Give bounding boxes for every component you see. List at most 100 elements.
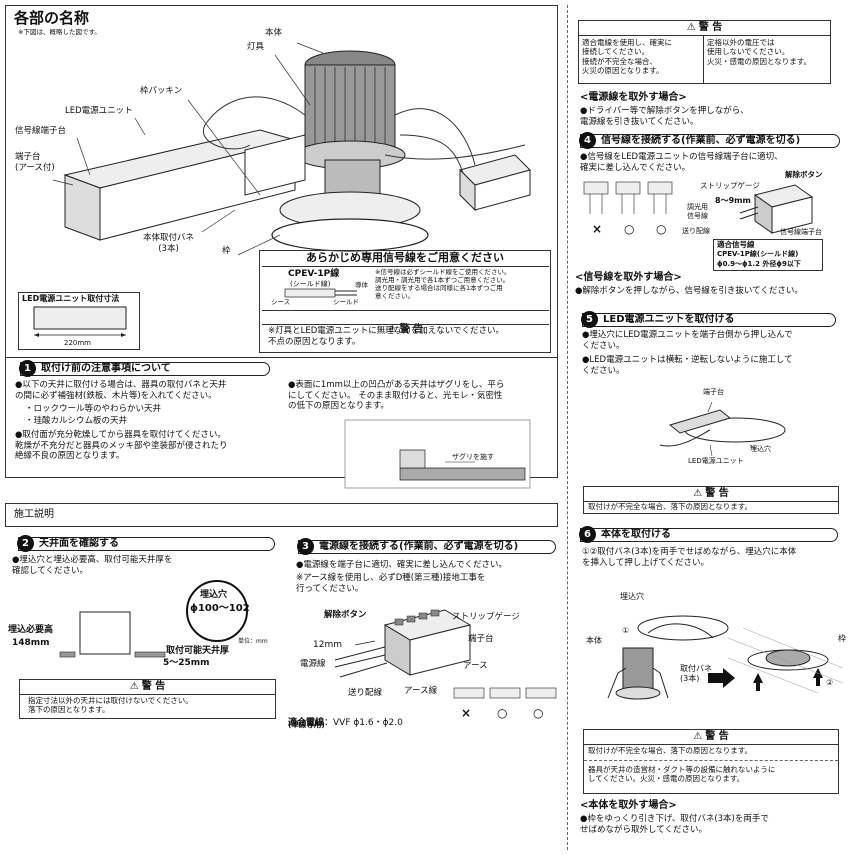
fixture-drawing	[52, 42, 531, 256]
strip-gauge-label: ストリップゲージ	[452, 612, 520, 622]
cable-name: CPEV-1P線	[288, 269, 340, 279]
sekou-header	[5, 503, 558, 527]
label-hontai: 本体	[265, 28, 283, 38]
label-waku-packing: 枠パッキン	[140, 86, 183, 96]
section5-hole-label: 埋込穴	[750, 445, 771, 453]
warn-small-head: ⚠警 告	[387, 323, 424, 335]
release-button-label: 解除ボタン	[324, 610, 367, 620]
height-value: 148mm	[12, 638, 50, 648]
wire-compat-label: 適合電線：VVF ϕ1.6・ϕ2.0	[288, 718, 403, 729]
names-note: ※下図は、概略した図です。	[18, 28, 101, 36]
section3-num: 3	[297, 538, 314, 555]
signal-mark-1: ○	[624, 222, 635, 236]
section1-num: 1	[19, 360, 36, 377]
section2-warning: ⚠警 告 指定寸法以外の天井には取付けないでください。 落下の原因となります。	[19, 679, 276, 719]
thick-value: 5〜25mm	[163, 658, 210, 668]
remove-power-text: ●ドライバー等で解除ボタンを押しながら、 電源線を引き抜いてください。	[580, 106, 749, 127]
section1-item-b: ・珪酸カルシウム板の天井	[25, 416, 128, 426]
warning-icon: ⚠	[693, 731, 703, 742]
cable-shield-label: シールド	[333, 298, 359, 306]
section6-c2: ②	[826, 678, 834, 687]
warning-icon: ⚠	[129, 681, 139, 692]
wire-compat-note: (単線専用)	[288, 720, 325, 729]
section5-text2: ●LED電源ユニットは横転・逆転しないように施工して ください。	[582, 355, 793, 376]
signal-terminal-drawing	[739, 184, 814, 234]
warn-small-text: ※灯具とLED電源ユニットに無理な力を加えないでください。 不点の原因となります…	[268, 326, 505, 347]
section3-text2: ※アース線を使用し、必ずD種(第三種)接地工事を 行ってください。	[296, 573, 486, 594]
section5-unit-label: LED電源ユニット	[688, 457, 744, 465]
cable-sheath: シース	[271, 298, 291, 306]
dimension-drawing	[33, 306, 127, 337]
remove-body-title: <本体を取外す場合>	[580, 800, 677, 811]
section1-bullet2: ●取付面が充分乾燥してから器具を取付けてください。 乾燥が不充分だと器具のメッキ…	[15, 430, 228, 462]
section6-hole-label: 埋込穴	[620, 592, 644, 601]
section6-c1: ①	[622, 626, 630, 635]
section6-frame-label: 枠	[838, 634, 846, 643]
remove-signal-text: ●解除ボタンを押しながら、信号線を引き抜いてください。	[575, 286, 803, 296]
signal-wire-box	[713, 239, 823, 271]
label-led-unit: LED電源ユニット	[65, 106, 133, 116]
warning-icon: ⚠	[686, 22, 696, 33]
section6-warning: ⚠警 告 取付けが不完全な場合、落下の原因となります。 器具が天井の造営材・ダク…	[583, 729, 839, 794]
names-panel	[5, 5, 558, 358]
hole-label: 埋込穴	[200, 590, 228, 600]
section4-header: 4 信号線を接続する(作業前、必ず電源を切る)	[579, 132, 840, 149]
names-title: 各部の名称	[14, 9, 90, 27]
thick-label: 取付可能天井厚	[166, 646, 230, 656]
sekou-title: 施工説明	[14, 509, 54, 520]
earth-wire-label: アース線	[404, 686, 438, 696]
warning-icon: ⚠	[693, 488, 703, 499]
section6-text: ①②取付バネ(3本)を両手でせばめながら、埋込穴に本体 を挿入して押し上げてくだ…	[582, 547, 797, 568]
cable-conductor: 導体	[355, 281, 368, 289]
warn-top: ⚠警 告 適合電線を使用し、確実に 接続してください。 接続が不完全な場合、 火…	[578, 20, 831, 84]
zaguri-drawing	[344, 419, 531, 489]
warning-icon: ⚠	[387, 323, 397, 335]
section6-spring-label: 取付バネ (3本)	[680, 664, 712, 683]
signal-wire-line1: CPEV-1P線(シールド線)	[717, 250, 799, 258]
section1-bullet3: ●表面に1mm以上の凹凸がある天井はザグリをし、平ら にしてください。 そのまま…	[288, 380, 505, 412]
signal-mm-label: 8〜9mm	[715, 196, 751, 205]
height-label: 埋込必要高	[8, 625, 54, 635]
hole-circle	[186, 580, 248, 642]
section5-header: 5 LED電源ユニットを取付ける	[581, 311, 836, 328]
warn-top-left: 適合電線を使用し、確実に 接続してください。 接続が不完全な場合、 火災の原因と…	[582, 38, 672, 76]
earth-label: アース	[463, 661, 488, 671]
right-divider	[567, 5, 568, 850]
signal-wire-title: 適合信号線	[717, 240, 755, 249]
section5-text1: ●埋込穴にLED電源ユニットを端子台側から押し込んで ください。	[582, 330, 793, 351]
power-wire-label: 電源線	[300, 659, 326, 669]
section1-bullet1: ●以下の天井に取付ける場合は、器具の取付バネと天井 の間に必ず補強材(鉄板、木片…	[15, 380, 227, 401]
label-terminal: 端子台 (アース付)	[15, 152, 55, 173]
section4-text: ●信号線をLED電源ユニットの信号線端子台に適切、 確実に差し込んでください。	[580, 152, 783, 173]
body-install-drawing	[607, 615, 844, 700]
signal-strip-label: ストリップゲージ	[700, 181, 760, 190]
dimension-box	[18, 292, 140, 350]
signal-wire-line2: ϕ0.9〜ϕ1.2 外径ϕ9以下	[717, 260, 801, 268]
signal-release-label: 解除ボタン	[785, 170, 823, 179]
section1-item-a: ・ロックウール等のやわらかい天井	[25, 404, 162, 414]
power-mark-1: ○	[497, 706, 508, 720]
dimension-length: 220mm	[64, 339, 91, 347]
signal-check-drawing	[583, 181, 673, 214]
section5-warning: ⚠警 告 取付けが不完全な場合、落下の原因となります。	[583, 486, 839, 514]
section4-num: 4	[579, 132, 596, 149]
hole-value: ϕ100〜102	[190, 603, 250, 614]
cable-shield: (シールド線)	[290, 280, 331, 288]
section2-header: 2 天井面を確認する	[17, 535, 275, 552]
section2-warn-text: 指定寸法以外の天井には取付けないでください。 落下の原因となります。	[28, 696, 193, 715]
signal-notice-title: あらかじめ専用信号線をご用意ください	[306, 251, 504, 264]
label-spring: 本体取付バネ (3本)	[143, 233, 195, 254]
section6-warn-text2: 器具が天井の造営材・ダクト等の設備に触れないように してください。火災・感電の原…	[588, 765, 776, 784]
terminal-label: 端子台	[468, 634, 494, 644]
remove-body-text: ●枠をゆっくり引き下げ、取付バネ(3本)を両手で せばめながら取外してください。	[580, 814, 769, 835]
precaution-panel	[5, 358, 558, 478]
mm12-label: 12mm	[313, 640, 342, 650]
signal-send-label: 送り配線	[682, 227, 710, 235]
section6-header: 6 本体を取付ける	[579, 526, 838, 543]
signal-notice-text: ※信号線は必ずシールド線をご使用ください。 調光用・調光用で各1本ずつご用意くだ…	[375, 268, 511, 301]
send-wire-label: 送り配線	[348, 688, 383, 698]
section5-num: 5	[581, 311, 598, 328]
section6-body-label: 本体	[586, 636, 602, 645]
section3-header: 3 電源線を接続する(作業前、必ず電源を切る)	[297, 538, 556, 555]
section6-warn-text1: 取付けが不完全な場合、落下の原因となります。	[588, 746, 753, 755]
